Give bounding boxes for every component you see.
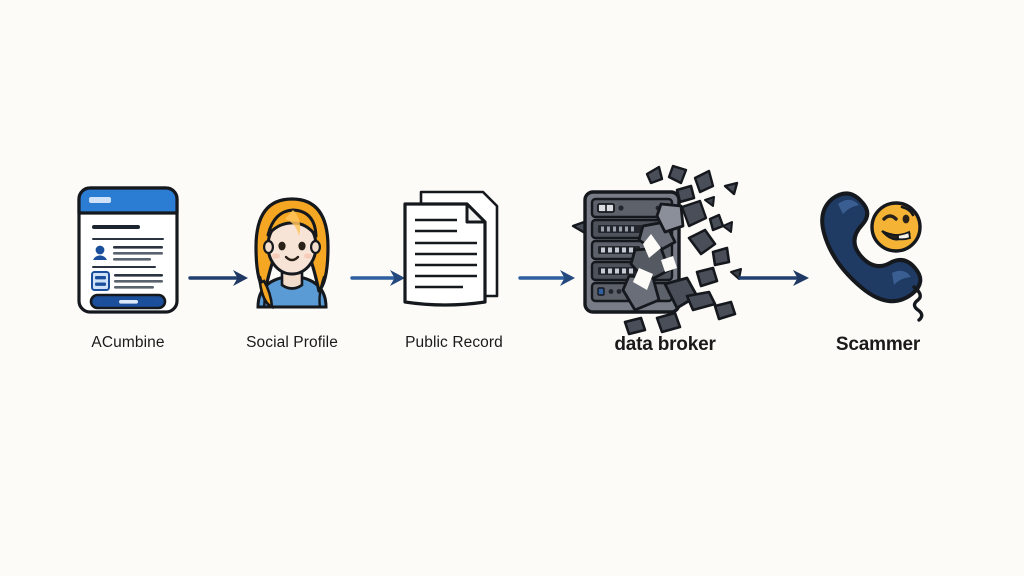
stage-social-profile[interactable]: Social Profile (212, 170, 372, 380)
stage-data-broker-label: data broker (614, 334, 716, 355)
phone-handset-smiley-icon (788, 170, 968, 330)
stage-scammer[interactable]: Scammer (788, 170, 968, 380)
stage-social-profile-label: Social Profile (246, 334, 338, 351)
arrow-social-to-record (350, 267, 408, 289)
stage-account-label: ACumbine (91, 334, 165, 351)
arrow-account-to-social (188, 267, 252, 289)
shattering-server-rack-icon (562, 164, 768, 336)
stage-public-record-label: Public Record (405, 334, 503, 351)
stage-public-record[interactable]: Public Record (372, 170, 536, 380)
stage-data-broker[interactable]: data broker (562, 164, 768, 380)
arrow-broker-to-scammer (738, 267, 812, 289)
arrow-record-to-broker (518, 267, 578, 289)
stage-scammer-label: Scammer (835, 334, 921, 355)
account-form-card-icon (48, 170, 208, 330)
stage-account[interactable]: ACumbine (48, 170, 208, 380)
person-avatar-icon (212, 170, 372, 330)
document-pages-icon (372, 170, 536, 330)
